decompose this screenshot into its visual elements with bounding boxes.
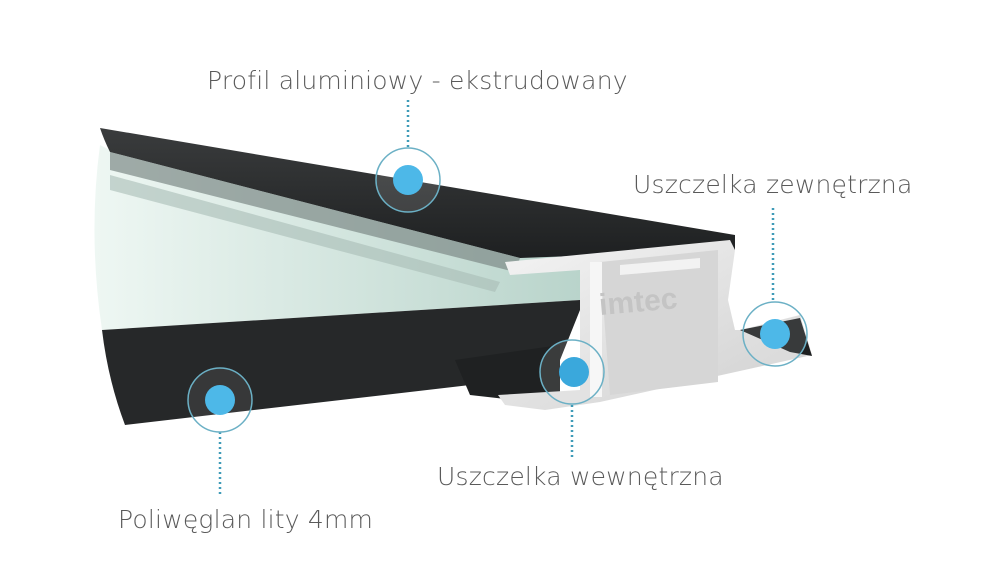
label-aluminium-profile: Profil aluminiowy - ekstrudowany xyxy=(207,66,628,95)
leader-lines xyxy=(218,100,775,497)
lower-strip xyxy=(455,345,560,405)
label-outer-gasket: Uszczelka zewnętrzna xyxy=(633,170,913,199)
label-inner-gasket: Uszczelka wewnętrzna xyxy=(437,462,724,491)
watermark: imtec xyxy=(598,282,679,322)
label-polycarbonate: Poliwęglan lity 4mm xyxy=(118,505,374,534)
marker-polycarbonate[interactable] xyxy=(187,367,253,433)
marker-aluminium-profile[interactable] xyxy=(375,147,441,213)
marker-inner-gasket[interactable] xyxy=(539,339,605,405)
top-profile xyxy=(100,128,735,258)
rail xyxy=(110,152,520,272)
marker-outer-gasket[interactable] xyxy=(742,301,808,367)
